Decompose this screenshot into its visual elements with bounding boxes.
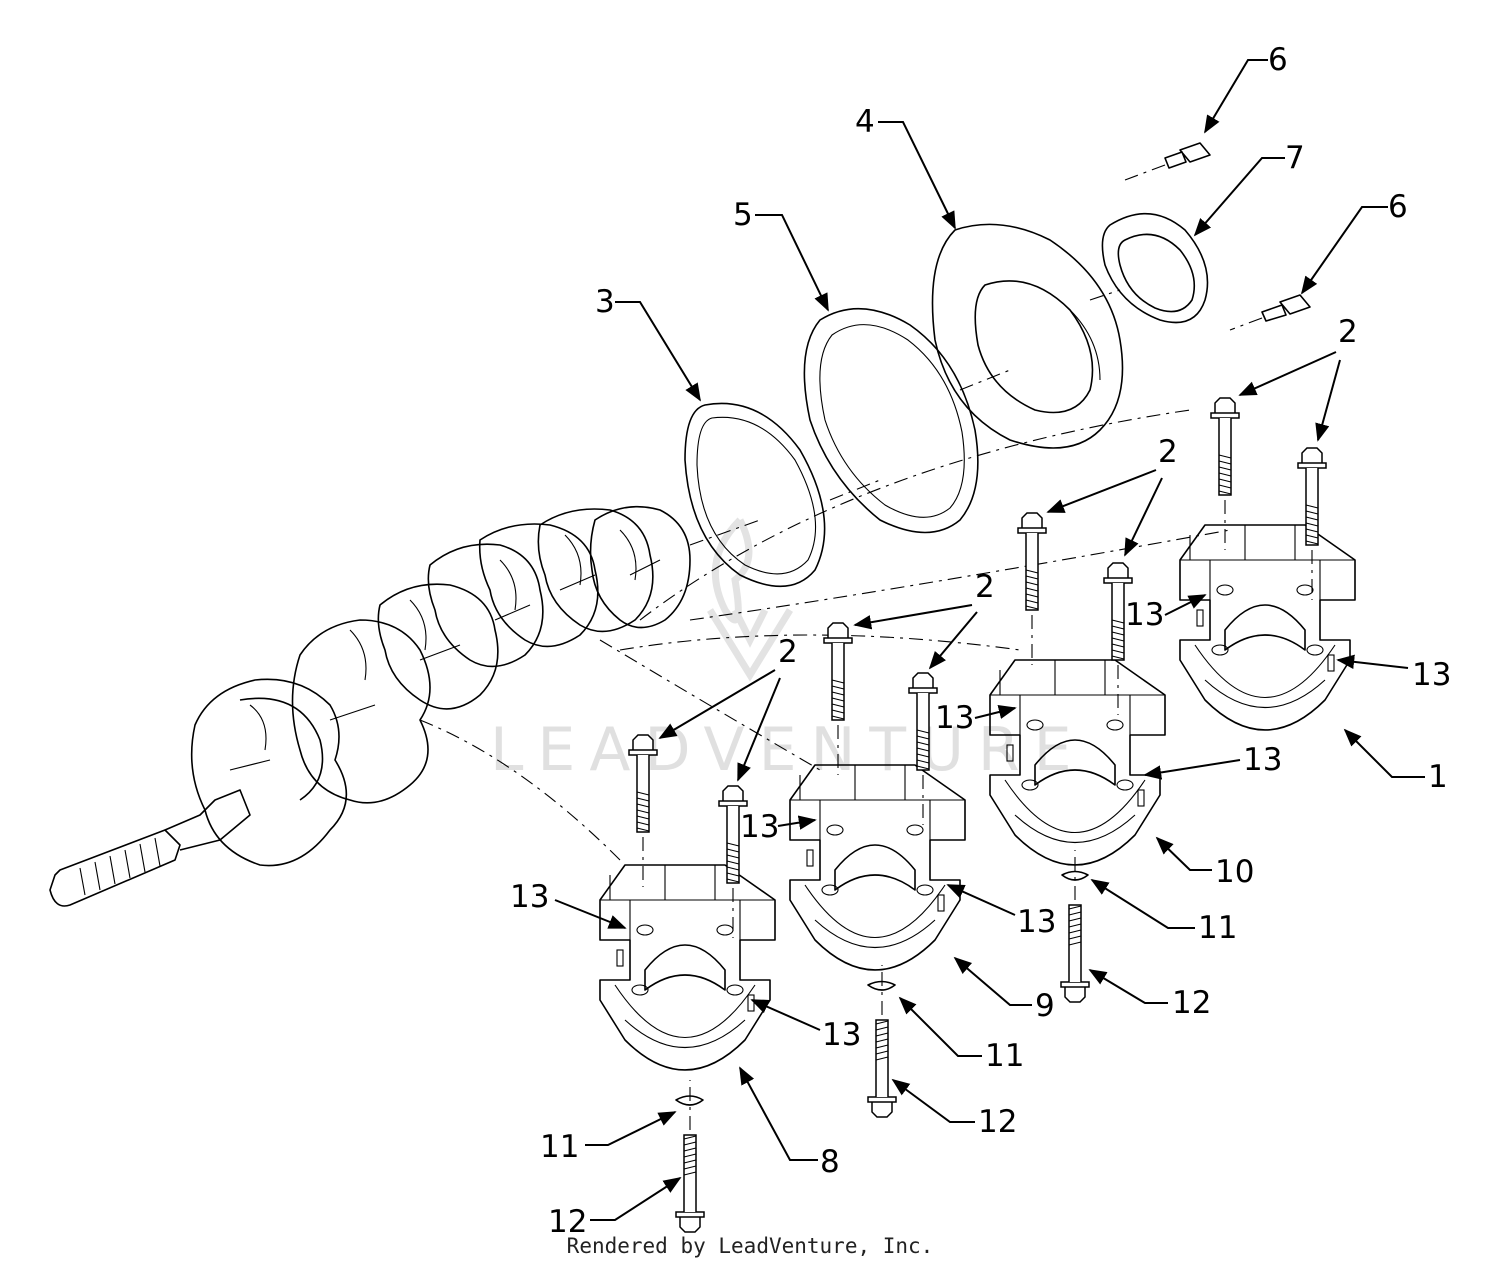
main-bearing-cap-8: [599, 734, 776, 1233]
callout-11-cap-9: 11: [898, 996, 1024, 1074]
main-bearing-cap-10: [989, 512, 1166, 1003]
svg-text:2: 2: [1158, 434, 1178, 470]
callout-11-cap-8: 11: [540, 1111, 677, 1165]
svg-text:13: 13: [1017, 904, 1056, 940]
svg-text:2: 2: [1338, 314, 1358, 350]
callout-12-cap-10: 12: [1088, 969, 1211, 1021]
callout-12-cap-8: 12: [548, 1177, 682, 1240]
svg-text:13: 13: [935, 700, 974, 736]
callout-13-cap-1-right: 13: [1336, 654, 1451, 693]
callout-2-cap-8: 2: [658, 634, 798, 782]
svg-text:12: 12: [548, 1204, 587, 1240]
svg-text:12: 12: [1172, 985, 1211, 1021]
callout-6-upper: 6: [1204, 42, 1288, 134]
crankshaft: [49, 505, 691, 907]
callout-8: 8: [739, 1066, 840, 1180]
oil-seal-7: [1101, 212, 1209, 324]
svg-text:4: 4: [855, 104, 875, 140]
svg-text:11: 11: [985, 1038, 1024, 1074]
callout-2-cap-9: 2: [853, 569, 995, 670]
callout-2-cap-1: 2: [1238, 314, 1358, 442]
callout-3: 3: [595, 284, 701, 402]
seal-gasket-3: [684, 402, 826, 588]
footer-credit: Rendered by LeadVenture, Inc.: [566, 1234, 934, 1258]
svg-text:7: 7: [1285, 140, 1305, 176]
svg-text:8: 8: [820, 1144, 840, 1180]
callout-13-cap-8-left: 13: [510, 879, 627, 929]
callout-12-cap-9: 12: [891, 1078, 1017, 1140]
callout-10: 10: [1155, 836, 1254, 890]
rear-cover-4: [931, 223, 1124, 449]
callout-13-cap-9-left: 13: [740, 809, 817, 845]
gasket-5: [803, 307, 979, 534]
svg-text:13: 13: [1243, 742, 1282, 778]
callout-13-cap-10-right: 13: [1143, 742, 1282, 780]
svg-text:3: 3: [595, 284, 615, 320]
svg-text:13: 13: [1412, 657, 1451, 693]
callout-7: 7: [1193, 140, 1305, 237]
main-bearing-cap-1: [1179, 397, 1356, 731]
screw-6-upper: [1124, 142, 1211, 181]
svg-text:1: 1: [1428, 759, 1448, 795]
callout-13-cap-8-right: 13: [750, 999, 861, 1053]
svg-text:13: 13: [822, 1017, 861, 1053]
svg-text:13: 13: [510, 879, 549, 915]
callout-13-cap-10-left: 13: [935, 700, 1017, 736]
svg-text:13: 13: [740, 809, 779, 845]
callout-2-cap-10: 2: [1046, 434, 1178, 557]
callout-9: 9: [953, 956, 1055, 1024]
screw-6-lower: [1229, 294, 1311, 331]
callout-5: 5: [733, 197, 829, 312]
svg-text:5: 5: [733, 197, 753, 233]
callout-4: 4: [855, 104, 956, 230]
watermark-text: LEADVENTURE: [490, 715, 1086, 785]
leadventure-watermark-logo: LEADVENTURE: [490, 517, 1086, 785]
svg-text:2: 2: [778, 634, 798, 670]
svg-text:11: 11: [1198, 910, 1237, 946]
callout-1: 1: [1343, 728, 1448, 795]
callout-6-lower: 6: [1300, 189, 1408, 295]
svg-text:11: 11: [540, 1129, 579, 1165]
callout-13-cap-1-left: 13: [1125, 594, 1207, 633]
svg-text:6: 6: [1268, 42, 1288, 78]
svg-text:9: 9: [1035, 988, 1055, 1024]
main-bearing-cap-9: [789, 622, 966, 1118]
callout-11-cap-10: 11: [1090, 879, 1237, 946]
svg-text:6: 6: [1388, 189, 1408, 225]
callout-13-cap-9-right: 13: [946, 884, 1056, 940]
svg-text:12: 12: [978, 1104, 1017, 1140]
svg-text:13: 13: [1125, 597, 1164, 633]
svg-text:10: 10: [1215, 854, 1254, 890]
svg-text:2: 2: [975, 569, 995, 605]
